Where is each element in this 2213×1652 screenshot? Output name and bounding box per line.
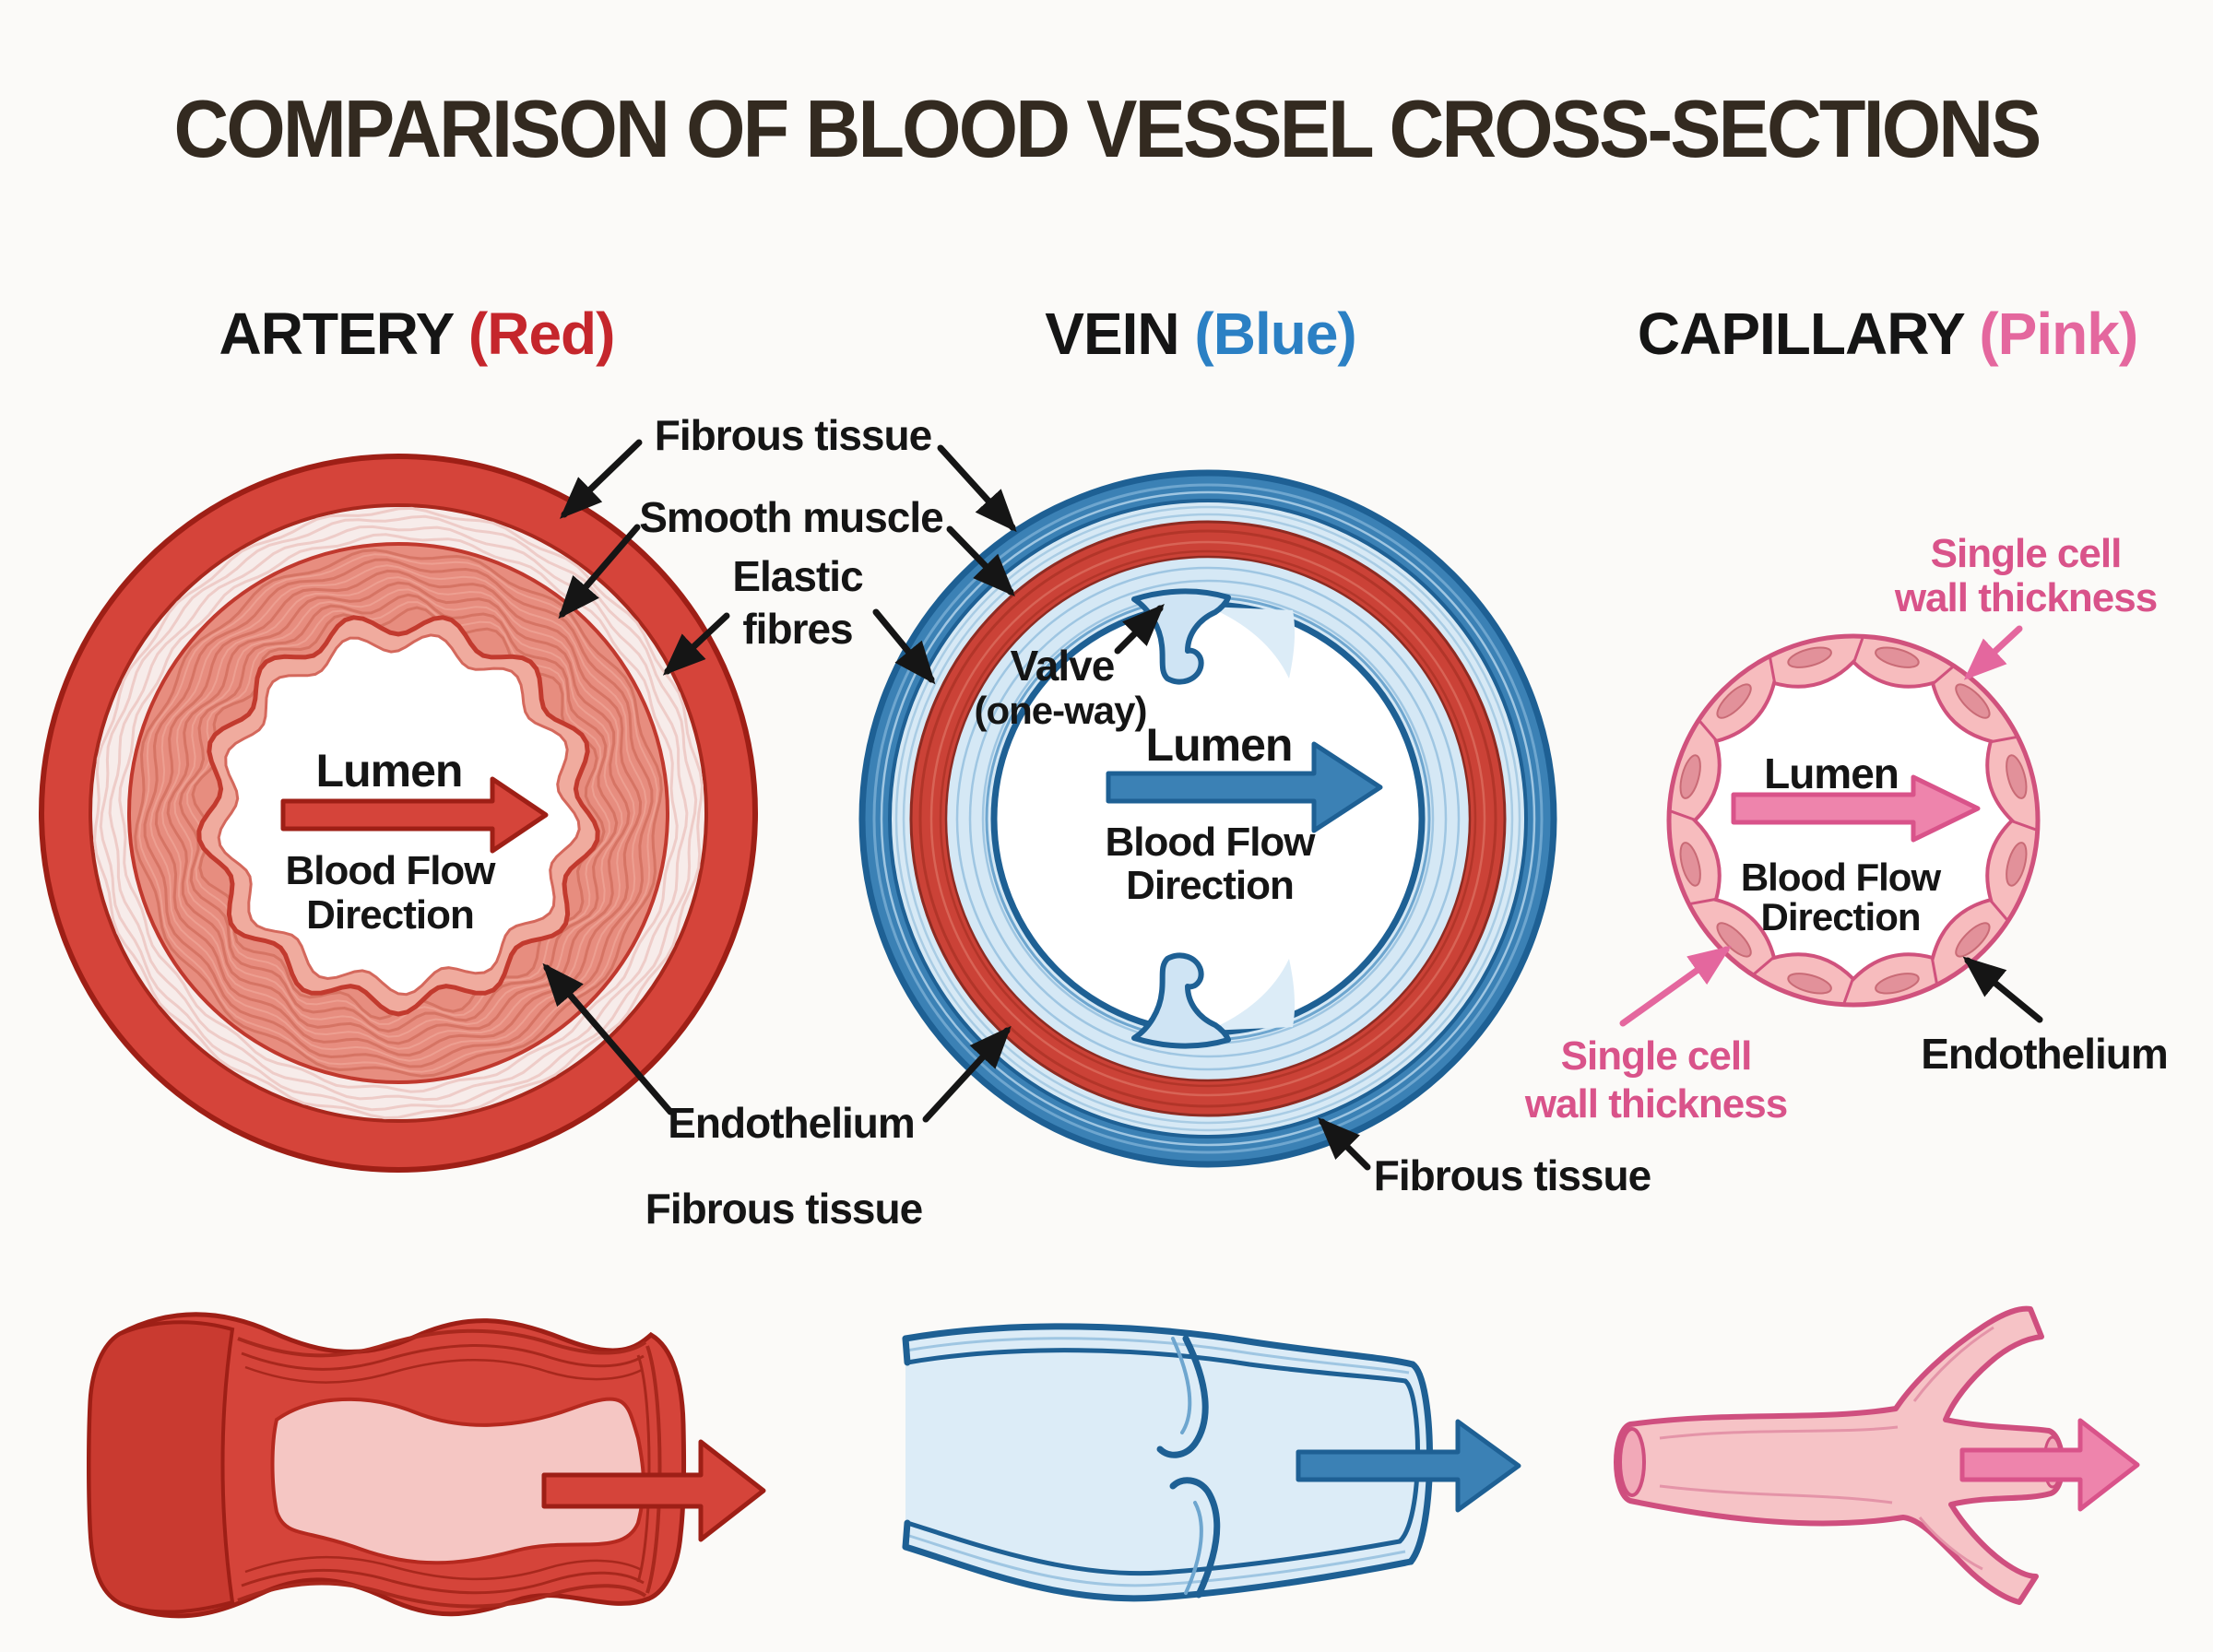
smooth-muscle-arrow-vein xyxy=(946,525,1015,597)
smooth-muscle-arrow-artery xyxy=(558,524,641,620)
valve-arrow xyxy=(1114,604,1165,655)
capillary-header: CAPILLARY (Pink) xyxy=(1637,300,2138,368)
fibrous-tissue-bottom-label: Fibrous tissue xyxy=(645,1185,923,1233)
endothelium-label: Endothelium xyxy=(668,1099,916,1147)
artery-flow-label-line1: Blood Flow xyxy=(285,848,495,893)
capillary-flow-label-line1: Blood Flow xyxy=(1740,856,1941,899)
vein-lumen-label: Lumen xyxy=(1145,719,1294,771)
single-cell-top-label-line2: wall thickness xyxy=(1894,575,2158,620)
valve-label-line2: (one-way) xyxy=(974,689,1147,732)
capillary-header-note: (Pink) xyxy=(1979,301,2138,367)
fibrous-tissue-top-label: Fibrous tissue xyxy=(654,411,932,459)
capillary-flow-label-line2: Direction xyxy=(1760,895,1921,938)
vein-flow-label-line2: Direction xyxy=(1126,863,1295,908)
artery-tube-cut-face xyxy=(87,1320,235,1614)
fibrous-tissue-arrow-vein xyxy=(937,444,1017,533)
capillary-lumen-label: Lumen xyxy=(1764,749,1899,797)
vein-cross-section xyxy=(858,469,1557,1168)
blood-flow-arrows xyxy=(280,741,2140,1542)
capillary-endothelium-label: Endothelium xyxy=(1921,1030,2169,1078)
elastic-fibres-label-line2: fibres xyxy=(742,605,853,653)
endothelium-arrow-artery xyxy=(542,962,674,1115)
vein-valve-sinus-top xyxy=(1208,607,1296,678)
endothelium-arrow-vein xyxy=(922,1025,1012,1123)
vein-tube-body xyxy=(905,1326,1430,1599)
artery-smooth-muscle-layer xyxy=(134,549,663,1078)
single-cell-wall-arrow-top xyxy=(1963,625,2023,680)
vein-header-name: VEIN xyxy=(1045,301,1179,367)
vein-valve-sinus-bottom xyxy=(1208,959,1296,1031)
smooth-muscle-label: Smooth muscle xyxy=(639,493,944,541)
vein-fibrous-tissue-label: Fibrous tissue xyxy=(1373,1151,1651,1199)
artery-tube-figure xyxy=(87,1312,687,1619)
elastic-fibres-label-line1: Elastic xyxy=(732,552,863,600)
capillary-endothelium-arrow xyxy=(1962,956,2043,1023)
artery-lumen-label: Lumen xyxy=(315,745,464,796)
single-cell-bottom-label-line1: Single cell xyxy=(1560,1033,1753,1079)
label-pointer-arrows xyxy=(542,439,2043,1171)
single-cell-wall-arrow-bottom xyxy=(1619,945,1732,1027)
artery-header: ARTERY (Red) xyxy=(219,300,616,368)
vein-flow-label-line1: Blood Flow xyxy=(1105,820,1315,865)
page-title: COMPARISON OF BLOOD VESSEL CROSS-SECTION… xyxy=(173,83,2041,174)
single-cell-top-label-line1: Single cell xyxy=(1930,531,2123,576)
artery-elastic-fibres-layer xyxy=(92,506,704,1120)
elastic-fibres-arrow-artery xyxy=(662,612,730,676)
vein-header: VEIN (Blue) xyxy=(1045,300,1356,368)
elastic-fibres-arrow-vein xyxy=(872,608,936,685)
artery-header-name: ARTERY xyxy=(219,301,455,367)
capillary-header-name: CAPILLARY xyxy=(1637,301,1965,367)
vein-header-note: (Blue) xyxy=(1194,301,1356,367)
valve-label-line1: Valve xyxy=(1010,642,1116,690)
artery-header-note: (Red) xyxy=(467,301,616,367)
vein-valve-flap-bottom xyxy=(1131,952,1231,1049)
artery-flow-label-line2: Direction xyxy=(306,892,475,938)
vein-tube-valve-flap-bottom xyxy=(1169,1477,1221,1599)
capillary-tube-body xyxy=(1614,1305,2065,1605)
vein-tube-figure xyxy=(902,1323,1433,1602)
vein-tube-valve-flap-top xyxy=(1156,1335,1209,1458)
artery-tube-lumen xyxy=(270,1397,645,1565)
vein-fibrous-tissue-arrow xyxy=(1318,1117,1371,1171)
single-cell-bottom-label-line2: wall thickness xyxy=(1524,1081,1788,1127)
fibrous-tissue-arrow-artery xyxy=(559,439,643,519)
